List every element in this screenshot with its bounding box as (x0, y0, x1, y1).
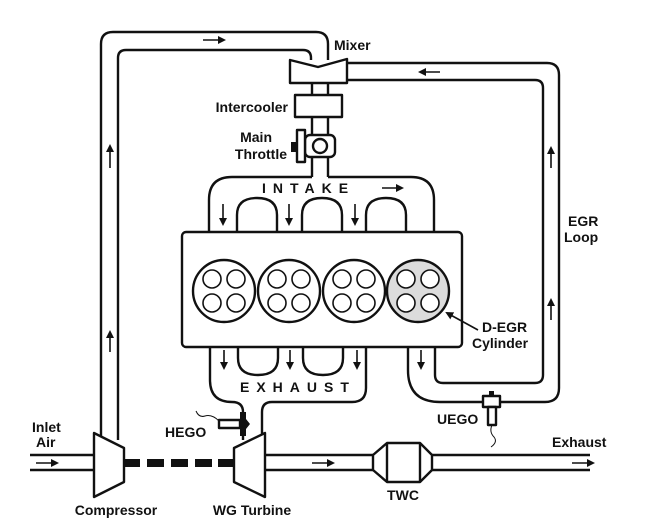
uego-sensor (481, 391, 502, 448)
valve (267, 269, 287, 289)
egr-loop-pipe (346, 61, 561, 404)
valve (226, 293, 246, 313)
cylinder-1 (191, 258, 257, 324)
cylinders (191, 258, 451, 324)
exhaust-manifold-label: EXHAUST (240, 379, 356, 395)
valve (356, 269, 376, 289)
valve (356, 293, 376, 313)
exhaust-outlet-label: Exhaust (552, 434, 607, 450)
valve (332, 269, 352, 289)
intercooler (293, 93, 344, 119)
wg-turbine (232, 431, 267, 499)
cylinder-bore (385, 258, 451, 324)
valve (291, 293, 311, 313)
twc-catalyst (371, 441, 434, 484)
valve (202, 293, 222, 313)
valve (332, 293, 352, 313)
twc-label: TWC (387, 487, 419, 503)
main-pipe (30, 453, 590, 472)
exhaust-manifold (208, 347, 368, 440)
d-egr-leader-arrow (445, 312, 479, 331)
valve (420, 269, 440, 289)
flow-arrows (36, 36, 595, 467)
mixer (288, 57, 349, 85)
valve (267, 293, 287, 313)
turbo-shaft (124, 459, 234, 467)
valve (396, 293, 416, 313)
compressor-to-mixer-pipe (99, 30, 330, 440)
compressor-label: Compressor (75, 502, 158, 518)
cylinder-3 (321, 258, 387, 324)
uego-label: UEGO (437, 411, 478, 427)
main-throttle (291, 128, 337, 164)
cylinder-2 (256, 258, 322, 324)
valve (202, 269, 222, 289)
hego-sensor (195, 410, 250, 436)
intercooler-label: Intercooler (216, 99, 289, 115)
intake-label: INTAKE (262, 180, 355, 196)
wg-turbine-label: WG Turbine (213, 502, 291, 518)
hego-label: HEGO (165, 424, 206, 440)
mixer-label: Mixer (334, 37, 371, 53)
cylinder-bore (256, 258, 322, 324)
compressor (92, 431, 126, 499)
valve (420, 293, 440, 313)
d-egr-cylinder (385, 258, 451, 324)
cylinder-bore (321, 258, 387, 324)
valve (291, 269, 311, 289)
valve (396, 269, 416, 289)
valve (226, 269, 246, 289)
cylinder-bore (191, 258, 257, 324)
intake-manifold (207, 175, 436, 231)
